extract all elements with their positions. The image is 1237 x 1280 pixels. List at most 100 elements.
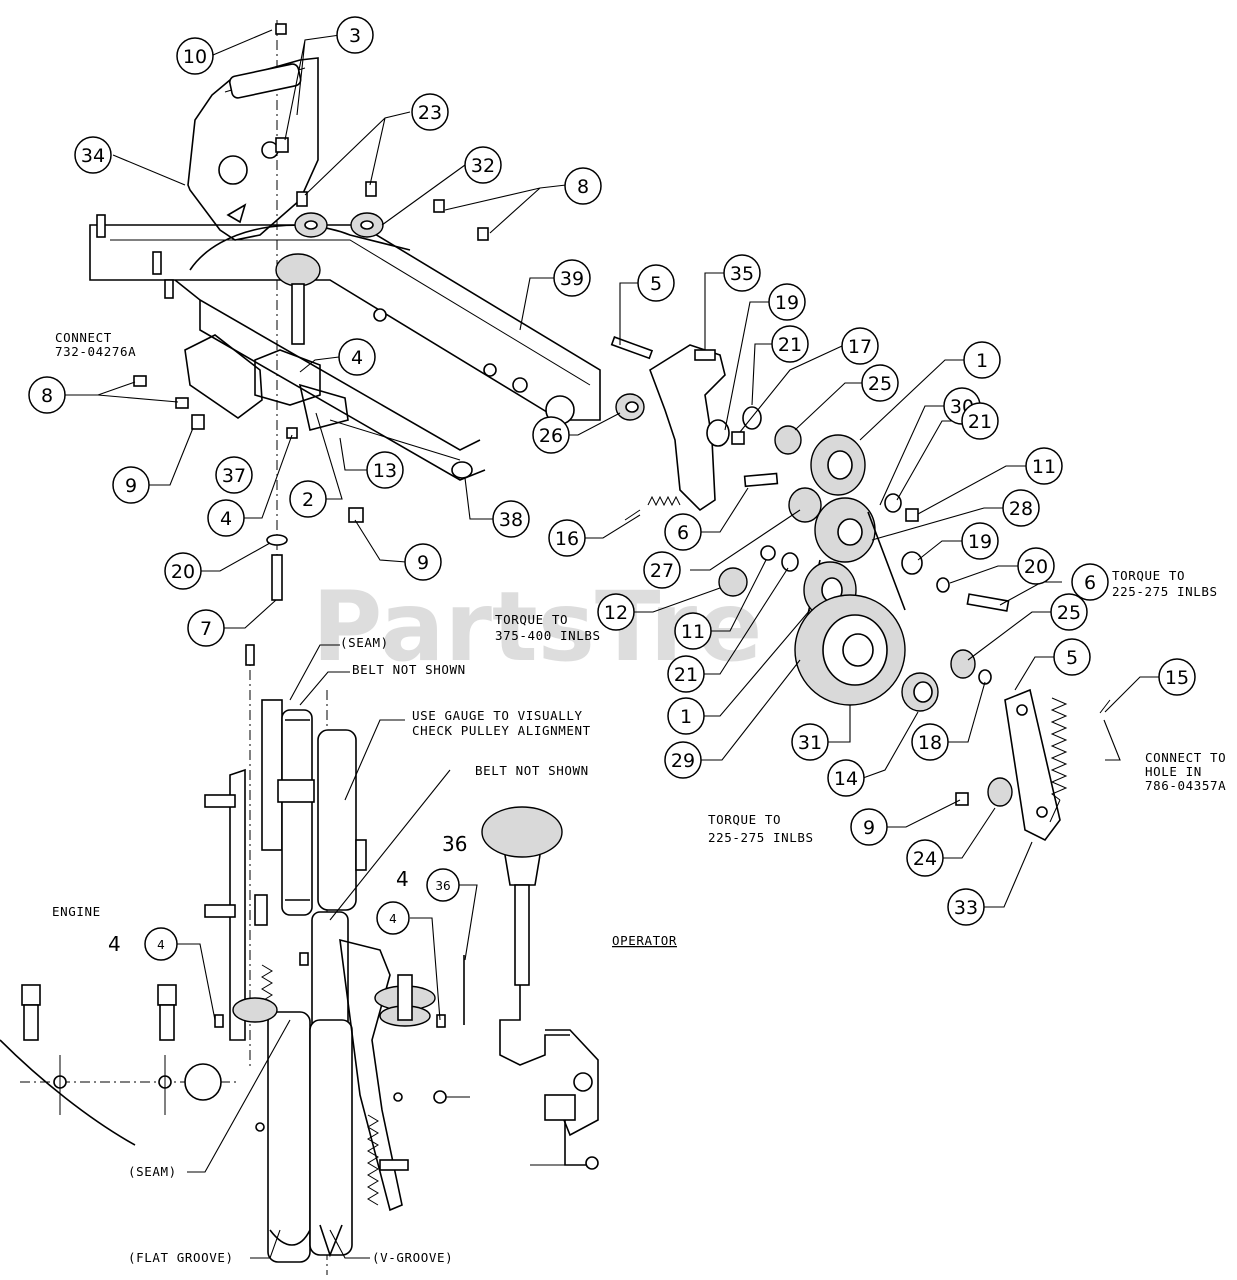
callout-6: 6 (664, 513, 702, 551)
note-torque-b-2: 375-400 INLBS (495, 628, 601, 643)
big-number-4-a: 4 (396, 867, 409, 891)
note-belt-not-shown-a: BELT NOT SHOWN (352, 662, 466, 677)
callout-circle (411, 93, 449, 131)
callout-label: 37 (222, 465, 246, 487)
callout-circle (564, 167, 602, 205)
callout-label: 24 (913, 848, 937, 870)
callout-circle (366, 451, 404, 489)
callout-label: 1 (680, 706, 692, 728)
callout-circle (771, 325, 809, 363)
callout-38: 38 (492, 500, 530, 538)
callout-7: 7 (187, 609, 225, 647)
callout-circle (906, 839, 944, 877)
callout-circle (164, 552, 202, 590)
callout-4: 4 (207, 499, 245, 537)
callout-circle (1053, 638, 1091, 676)
callout-circle (667, 697, 705, 735)
note-connect-a-1: CONNECT (55, 330, 112, 345)
callout-16: 16 (548, 519, 586, 557)
callout-20: 20 (164, 552, 202, 590)
callout-5: 5 (637, 264, 675, 302)
callout-label: 19 (775, 292, 799, 314)
callout-circle (112, 466, 150, 504)
callout-label: 33 (954, 897, 978, 919)
callout-9: 9 (112, 466, 150, 504)
callout-circle (664, 513, 702, 551)
callout-circle (597, 593, 635, 631)
callout-9: 9 (404, 543, 442, 581)
callout-35: 35 (723, 254, 761, 292)
callout-label: 17 (848, 336, 872, 358)
callout-label: 7 (200, 618, 212, 640)
note-flat-groove: (FLAT GROOVE) (128, 1250, 234, 1265)
callout-8: 8 (28, 376, 66, 414)
callout-circle (1050, 593, 1088, 631)
callout-circle (827, 759, 865, 797)
callout-label: 25 (1057, 602, 1081, 624)
callout-26: 26 (532, 416, 570, 454)
callout-label: 8 (577, 176, 589, 198)
callout-circle (664, 741, 702, 779)
callout-label: 1 (976, 350, 988, 372)
callout-19: 19 (961, 522, 999, 560)
callout-5: 5 (1053, 638, 1091, 676)
note-seam-top: (SEAM) (340, 635, 389, 650)
small-callout-4: 4 (144, 927, 178, 961)
big-number-4-b: 4 (108, 932, 121, 956)
callout-3: 3 (336, 16, 374, 54)
callout-29: 29 (664, 741, 702, 779)
callout-21: 21 (961, 402, 999, 440)
note-torque-a-1: TORQUE TO (1112, 568, 1185, 583)
callout-label: 3 (349, 25, 361, 47)
callout-label: 6 (677, 522, 689, 544)
callout-25: 25 (1050, 593, 1088, 631)
callout-label: 34 (81, 145, 105, 167)
callout-circle (1017, 547, 1055, 585)
callout-label: 36 (435, 879, 450, 893)
callout-25: 25 (861, 364, 899, 402)
callout-28: 28 (1002, 489, 1040, 527)
note-operator: OPERATOR (612, 933, 677, 948)
callout-circle (215, 456, 253, 494)
callout-circle (637, 264, 675, 302)
callout-circle (1071, 563, 1109, 601)
note-gauge-2: CHECK PULLEY ALIGNMENT (412, 723, 591, 738)
callout-label: 39 (560, 268, 584, 290)
callout-circle (376, 901, 410, 935)
callout-circle (187, 609, 225, 647)
callout-label: 38 (499, 509, 523, 531)
frame-assembly (89, 20, 601, 601)
callout-label: 9 (125, 475, 137, 497)
callout-label: 29 (671, 750, 695, 772)
callout-label: 5 (1066, 647, 1078, 669)
callout-circle (674, 612, 712, 650)
callout-circle (961, 522, 999, 560)
note-seam-bottom: (SEAM) (128, 1164, 177, 1179)
callout-32: 32 (464, 146, 502, 184)
callout-10: 10 (176, 37, 214, 75)
callout-circle (28, 376, 66, 414)
callout-8: 8 (564, 167, 602, 205)
callout-label: 9 (417, 552, 429, 574)
callout-circle (176, 37, 214, 75)
callout-label: 21 (968, 411, 992, 433)
callout-circle (963, 341, 1001, 379)
callout-label: 4 (351, 347, 363, 369)
callout-label: 28 (1009, 498, 1033, 520)
note-torque-c-2: 225-275 INLBS (708, 830, 814, 845)
callout-circle (553, 259, 591, 297)
callout-label: 21 (674, 664, 698, 686)
callout-label: 9 (863, 817, 875, 839)
callout-15: 15 (1158, 658, 1196, 696)
callout-label: 4 (157, 938, 165, 952)
callout-circle (643, 551, 681, 589)
callout-label: 21 (778, 334, 802, 356)
callout-6: 6 (1071, 563, 1109, 601)
note-belt-not-shown-b: BELT NOT SHOWN (475, 763, 589, 778)
callout-label: 14 (834, 768, 858, 790)
callout-1: 1 (963, 341, 1001, 379)
small-callout-4: 4 (376, 901, 410, 935)
callout-39: 39 (553, 259, 591, 297)
